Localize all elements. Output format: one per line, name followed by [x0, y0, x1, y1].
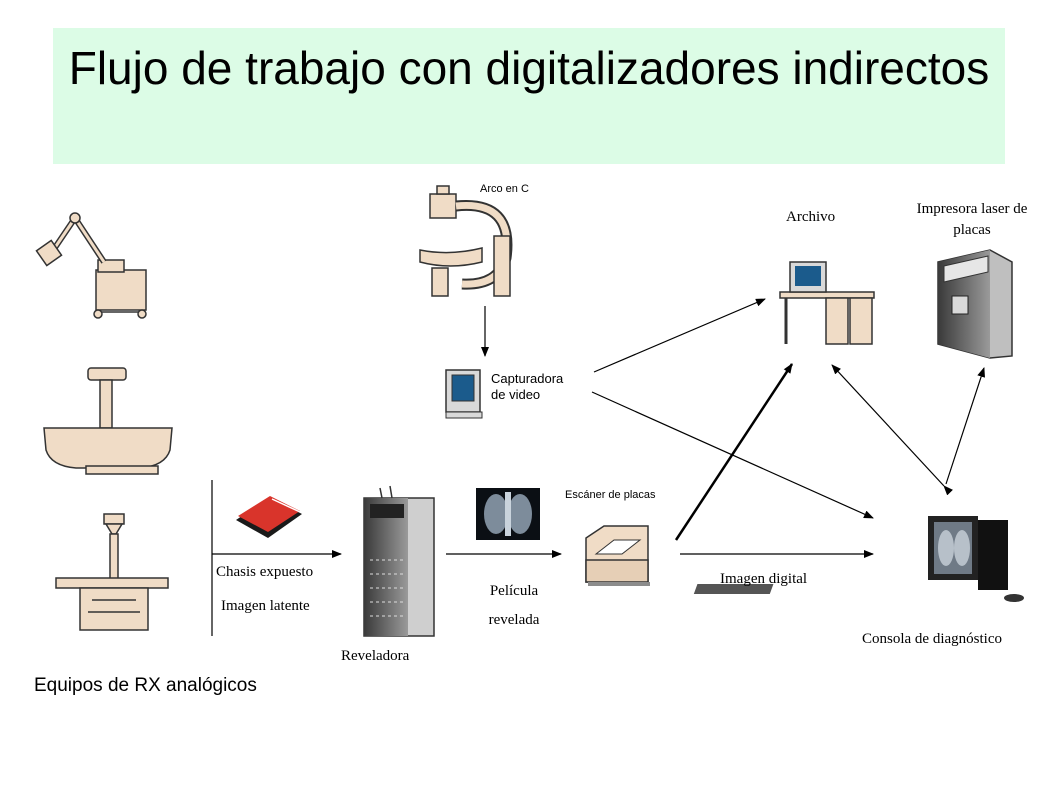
label-consola: Consola de diagnóstico [862, 631, 1002, 647]
label-arco: Arco en C [480, 183, 529, 195]
title-banner: Flujo de trabajo con digitalizadores ind… [53, 28, 1005, 164]
plate-scanner-icon [585, 525, 650, 586]
label-pelicula-1: Película [489, 583, 539, 599]
label-archivo: Archivo [786, 209, 836, 225]
flow-arrows [211, 298, 985, 636]
label-latente: Imagen latente [221, 598, 310, 614]
film-processor-icon [363, 485, 435, 637]
xray-radiography-unit-icon [55, 513, 169, 631]
label-reveladora: Reveladora [341, 648, 410, 664]
label-capturadora-2: de video [491, 387, 541, 402]
xray-table-unit-icon [43, 367, 173, 475]
label-impresora-1: Impresora laser de [916, 201, 1028, 217]
arrow-console-to-printer [945, 367, 985, 485]
label-pelicula-2: revelada [488, 612, 540, 628]
cassette-icon [236, 496, 302, 538]
video-capture-computer-icon [445, 369, 483, 419]
arrow-capture-to-archive [593, 298, 766, 373]
chest-xray-film-icon [476, 488, 540, 540]
archive-workstation-icon [779, 261, 875, 345]
page-title: Flujo de trabajo con digitalizadores ind… [68, 42, 990, 94]
diagnostic-console-icon [693, 516, 1024, 602]
xray-mobile-unit-icon [35, 212, 147, 319]
c-arm-icon [419, 185, 513, 297]
laser-printer-icon [937, 249, 1013, 359]
label-imagen-digital: Imagen digital [720, 571, 808, 587]
label-chasis: Chasis expuesto [216, 564, 314, 580]
label-escaner: Escáner de placas [565, 489, 656, 501]
label-equipos: Equipos de RX analógicos [34, 675, 257, 696]
arrow-archive-console [831, 364, 954, 496]
label-capturadora-1: Capturadora [491, 371, 564, 386]
label-impresora-2: placas [953, 222, 991, 238]
arrow-scanner-to-archive [674, 363, 794, 541]
